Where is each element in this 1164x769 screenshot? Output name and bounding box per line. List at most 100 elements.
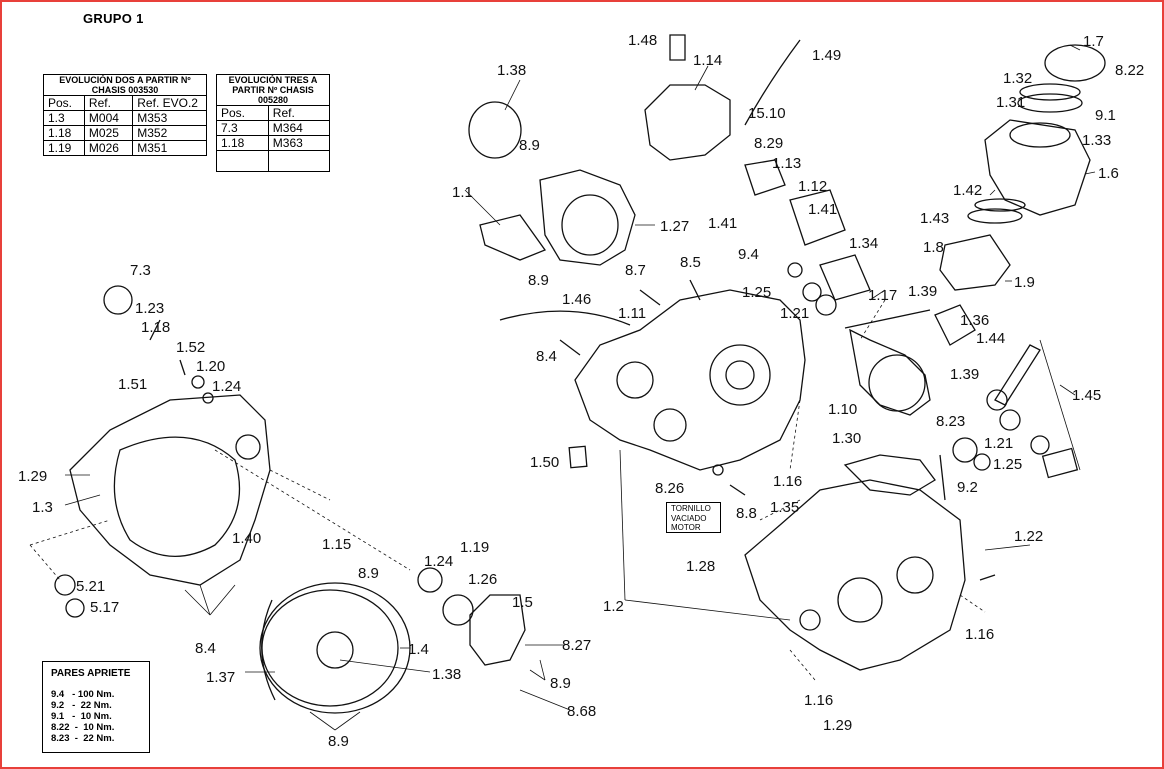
torque-row: 8.22 - 10 Nm. — [51, 722, 115, 733]
part-callout: 1.51 — [118, 376, 147, 393]
evo2-cell: M004 — [83, 110, 134, 126]
filler-cap — [468, 101, 522, 159]
part-callout: 1.25 — [993, 456, 1022, 473]
part-callout: 5.21 — [76, 578, 105, 595]
part-callout: 1.35 — [770, 499, 799, 516]
part-callout: 1.45 — [1072, 387, 1101, 404]
part-callout: 9.4 — [738, 246, 759, 263]
reed-valve — [789, 189, 846, 246]
part-callout: 15.10 — [748, 105, 786, 122]
torque-row: 9.1 - 10 Nm. — [51, 711, 112, 722]
part-callout: 1.12 — [798, 178, 827, 195]
part-callout: 1.26 — [468, 571, 497, 588]
part-callout: 1.32 — [1003, 70, 1032, 87]
part-callout: 1.43 — [920, 210, 949, 227]
part-callout: 1.16 — [804, 692, 833, 709]
part-callout: 9.1 — [1095, 107, 1116, 124]
connecting-rod — [934, 304, 976, 346]
evo2-col-ref: Ref. — [83, 95, 134, 111]
table-row: 1.18 M363 — [216, 135, 331, 151]
torque-row: 9.2 - 22 Nm. — [51, 700, 112, 711]
part-callout: 1.13 — [772, 155, 801, 172]
note-line: VACIADO — [671, 513, 707, 523]
part-callout: 1.24 — [212, 378, 241, 395]
evo2-cell: M351 — [132, 140, 207, 156]
cylinder-head — [1044, 44, 1106, 82]
torque-title: PARES APRIETE — [51, 668, 131, 679]
part-callout: 8.9 — [528, 272, 549, 289]
part-callout: 1.16 — [965, 626, 994, 643]
evo2-cell: M026 — [83, 140, 134, 156]
part-callout: 1.38 — [497, 62, 526, 79]
part-callout: 8.4 — [195, 640, 216, 657]
part-callout: 1.34 — [849, 235, 878, 252]
part-callout: 1.44 — [976, 330, 1005, 347]
part-callout: 1.42 — [953, 182, 982, 199]
evo3-col-ref: Ref. — [267, 105, 331, 121]
part-callout: 8.23 — [936, 413, 965, 430]
part-callout: 1.11 — [618, 305, 646, 322]
part-callout: 8.4 — [536, 348, 557, 365]
carburettor — [644, 84, 731, 161]
evo3-header: EVOLUCIÓN TRES A PARTIR Nº CHASIS 005280 — [216, 74, 330, 106]
part-callout: 8.7 — [625, 262, 646, 279]
part-callout: 1.21 — [984, 435, 1013, 452]
part-callout: 7.3 — [130, 262, 151, 279]
part-callout: 8.26 — [655, 480, 684, 497]
torque-row: 9.4 - 100 Nm. — [51, 689, 115, 700]
part-callout: 8.22 — [1115, 62, 1144, 79]
torque-values-box: PARES APRIETE 9.4 - 100 Nm. 9.2 - 22 Nm.… — [42, 661, 150, 753]
part-callout: 1.21 — [780, 305, 809, 322]
sprocket-cover — [539, 169, 636, 266]
part-callout: 8.9 — [328, 733, 349, 750]
part-callout: 1.39 — [908, 283, 937, 300]
part-callout: 1.24 — [424, 553, 453, 570]
part-callout: 1.4 — [408, 641, 429, 658]
evolution-three-table: EVOLUCIÓN TRES A PARTIR Nº CHASIS 005280… — [216, 74, 331, 172]
part-callout: 1.23 — [135, 300, 164, 317]
piston — [939, 234, 1011, 291]
part-callout: 1.41 — [708, 215, 737, 232]
table-row: 1.18 M025 M352 — [43, 125, 207, 141]
part-callout: 1.41 — [808, 201, 837, 218]
base-gasket — [843, 454, 936, 496]
part-callout: 1.48 — [628, 32, 657, 49]
water-pump-cover — [469, 594, 526, 666]
part-callout: 1.28 — [686, 558, 715, 575]
part-callout: 1.29 — [823, 717, 852, 734]
part-callout: 1.36 — [960, 312, 989, 329]
part-callout: 1.20 — [196, 358, 225, 375]
part-callout: 8.9 — [519, 137, 540, 154]
part-callout: 8.27 — [562, 637, 591, 654]
part-callout: 1.25 — [742, 284, 771, 301]
part-callout: 1.37 — [206, 669, 235, 686]
part-callout: 1.29 — [18, 468, 47, 485]
part-callout: 1.5 — [512, 594, 533, 611]
crankcase-left-half — [574, 289, 806, 471]
part-callout: 1.9 — [1014, 274, 1035, 291]
part-callout: 1.3 — [32, 499, 53, 516]
cylinder — [984, 119, 1091, 216]
part-callout: 1.19 — [460, 539, 489, 556]
part-callout: 8.9 — [358, 565, 379, 582]
part-callout: 1.15 — [322, 536, 351, 553]
part-callout: 1.52 — [176, 339, 205, 356]
evo2-cell: M353 — [132, 110, 207, 126]
evo2-cell: M025 — [83, 125, 134, 141]
table-row: 1.19 M026 M351 — [43, 140, 207, 156]
note-line: TORNILLO — [671, 504, 711, 513]
part-callout: 1.18 — [141, 319, 170, 336]
label-tag — [568, 445, 588, 469]
part-callout: 1.17 — [868, 287, 897, 304]
part-callout: 5.17 — [90, 599, 119, 616]
part-callout: 1.30 — [832, 430, 861, 447]
part-callout: 1.7 — [1083, 33, 1104, 50]
part-callout: 1.50 — [530, 454, 559, 471]
kickstart-gear — [103, 285, 133, 315]
part-callout: 1.1 — [452, 184, 473, 201]
torque-row: 8.23 - 22 Nm. — [51, 733, 115, 744]
part-callout: 8.68 — [567, 703, 596, 720]
part-callout: 9.2 — [957, 479, 978, 496]
table-row: 7.3 M364 — [216, 120, 331, 136]
